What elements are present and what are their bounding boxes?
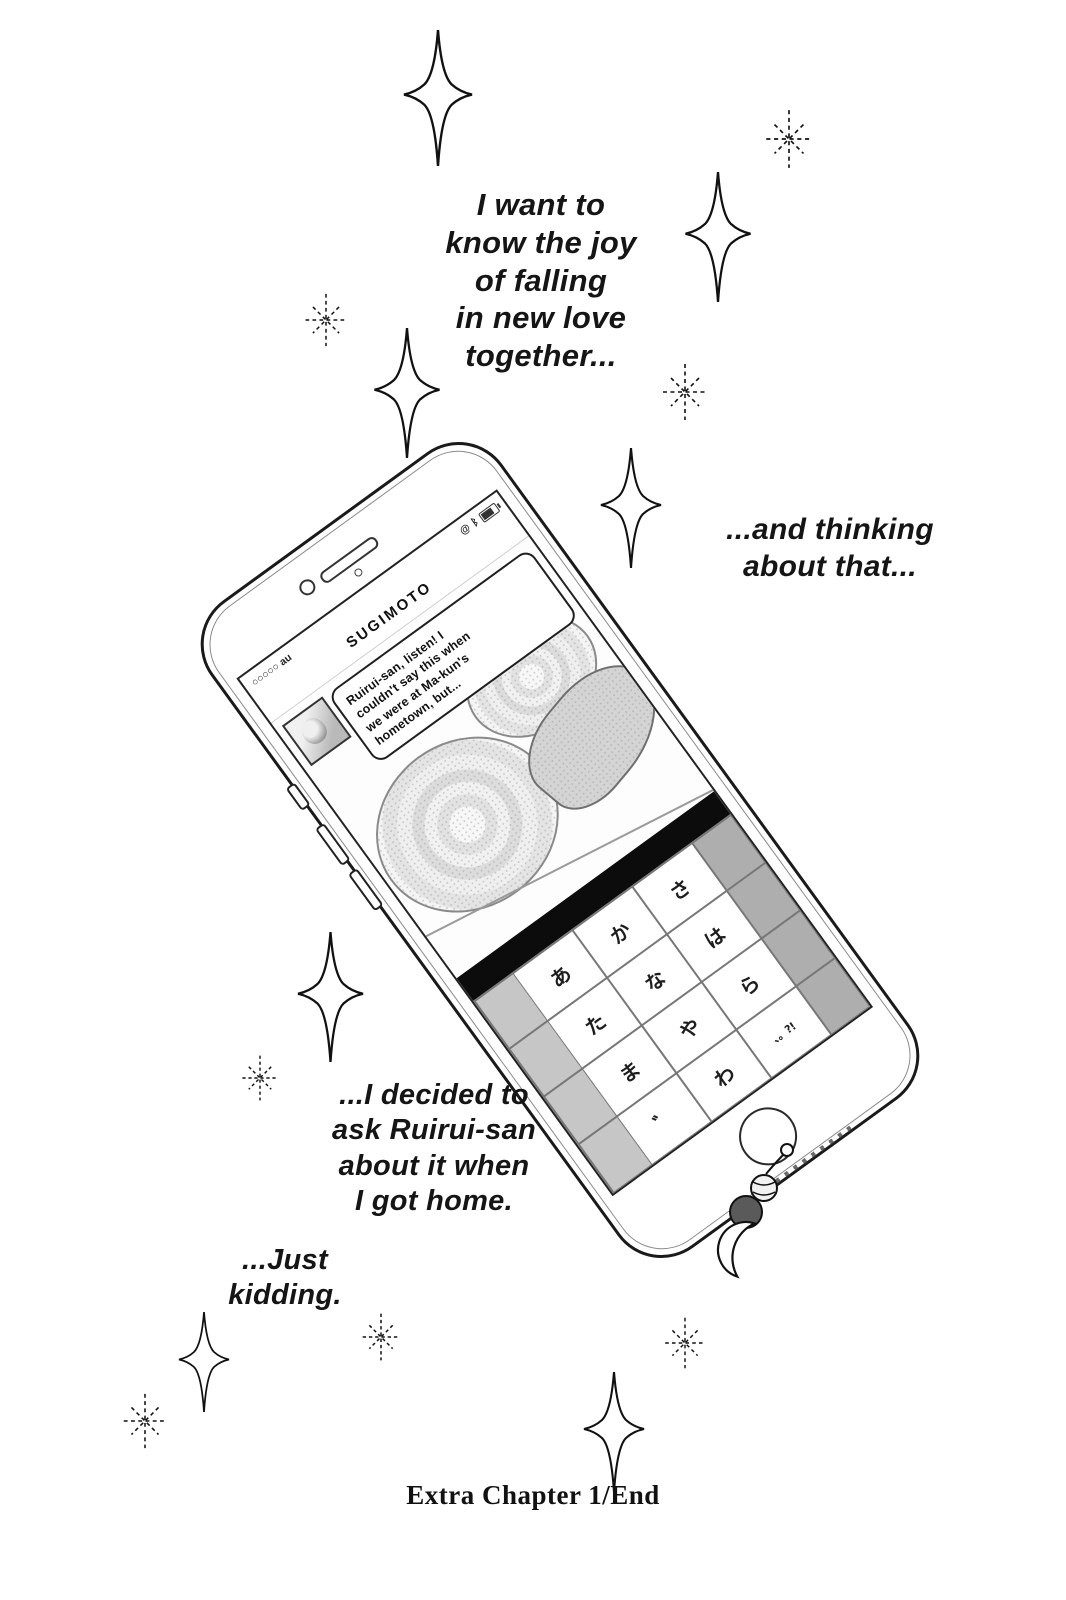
sparkle-icon [578, 1372, 650, 1492]
carrier-label: au [277, 651, 295, 669]
narration-thinking: ...and thinking about that... [726, 513, 934, 583]
earpiece-speaker [317, 534, 381, 586]
narration-kidding: ...Just kidding. [228, 1244, 342, 1312]
sparkle-icon [680, 172, 756, 302]
sparkle-icon [395, 30, 481, 166]
dashed-sparkle-icon [655, 362, 715, 422]
dashed-sparkle-icon [758, 108, 820, 170]
crescent-moon-icon [716, 1220, 758, 1279]
chapter-end-label: Extra Chapter 1/End [406, 1480, 660, 1510]
sparkle-icon [172, 1312, 236, 1412]
charm-bead-striped [750, 1174, 778, 1202]
at-icon: @ [457, 521, 473, 538]
battery-icon [477, 501, 501, 523]
narration-decided: ...I decided to ask Ruirui-san about it … [331, 1079, 537, 1218]
sparkle-icon [595, 448, 667, 568]
dashed-sparkle-icon [356, 1312, 406, 1362]
sparkle-icon [293, 932, 368, 1062]
dashed-sparkle-icon [658, 1316, 712, 1370]
bluetooth-icon: ᛒ [468, 515, 482, 530]
dashed-sparkle-icon [236, 1054, 284, 1102]
narration-opening: I want to know the joy of falling in new… [445, 187, 637, 374]
dashed-sparkle-icon [298, 292, 354, 348]
sensor-dot [352, 566, 364, 579]
dashed-sparkle-icon [116, 1392, 174, 1450]
charm-loop [780, 1143, 794, 1157]
front-camera-icon [296, 576, 319, 599]
sparkle-icon [368, 328, 446, 458]
mute-switch [285, 782, 311, 812]
phone-charm [690, 1100, 820, 1295]
